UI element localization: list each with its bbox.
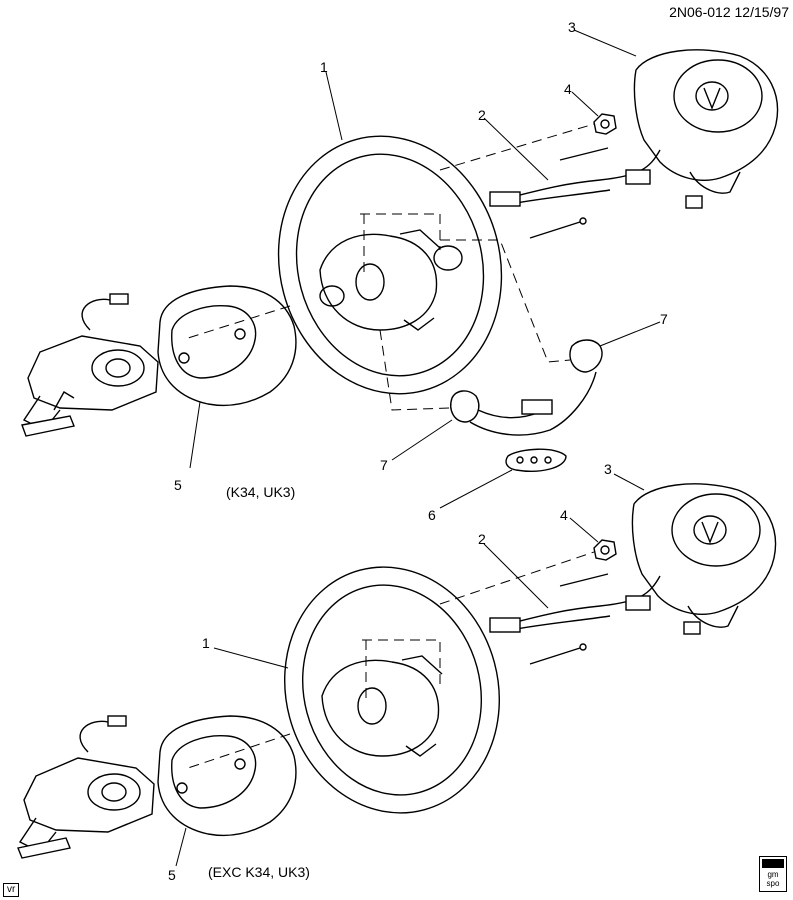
upper-nut	[593, 113, 617, 135]
callout-5: 5	[174, 477, 182, 493]
callout-2: 2	[478, 107, 486, 123]
lower-steering-column	[17, 715, 155, 859]
upper-assembly-lines	[187, 123, 595, 411]
upper-switch-harness	[450, 339, 603, 472]
drawing-reference: 2N06-012 12/15/97	[669, 4, 789, 20]
callout-7: 7	[380, 457, 388, 473]
lower-airbag-module	[631, 483, 777, 635]
upper-steering-column	[21, 293, 159, 437]
callout-3: 3	[568, 19, 576, 35]
callout-3: 3	[604, 461, 612, 477]
callout-4: 4	[560, 507, 568, 523]
callout-1: 1	[320, 59, 328, 75]
callout-1: 1	[202, 635, 210, 651]
lower-leader-lines	[175, 473, 645, 867]
upper-steering-wheel	[277, 135, 503, 395]
logo-text-top: gm	[767, 870, 779, 879]
logo-glyph	[762, 859, 784, 868]
upper-trim-cover	[157, 285, 297, 407]
lower-assembly-lines	[187, 551, 595, 769]
variant-label-lower: (EXC K34, UK3)	[208, 864, 310, 880]
lower-assembly	[17, 473, 777, 867]
vr-mark: vr	[3, 883, 20, 897]
lower-nut	[593, 539, 617, 561]
upper-airbag-module	[633, 49, 779, 209]
callout-7: 7	[660, 311, 668, 327]
callout-6: 6	[428, 507, 436, 523]
lower-trim-cover	[157, 715, 297, 837]
logo-text-bottom: spo	[766, 879, 780, 888]
upper-harness	[489, 147, 661, 239]
variant-label-upper: (K34, UK3)	[226, 484, 296, 500]
gm-spo-logo: gm spo	[759, 856, 787, 892]
lower-harness	[489, 573, 661, 665]
lower-steering-wheel	[283, 566, 501, 814]
callout-5: 5	[168, 867, 176, 883]
callout-4: 4	[564, 81, 572, 97]
callout-2: 2	[478, 531, 486, 547]
upper-leader-lines	[189, 29, 661, 509]
upper-assembly	[21, 29, 779, 509]
